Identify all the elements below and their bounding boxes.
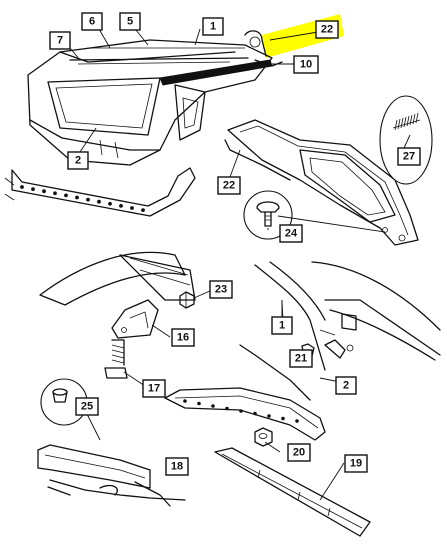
callout-27: 27 bbox=[397, 147, 421, 166]
seal-hole bbox=[119, 204, 123, 208]
spring-coil bbox=[409, 114, 413, 126]
callout-label: 2 bbox=[343, 380, 349, 392]
callout-5: 5 bbox=[119, 12, 141, 31]
callout-16: 16 bbox=[171, 328, 195, 347]
seal-hole bbox=[86, 197, 90, 202]
callout-label: 7 bbox=[57, 35, 63, 47]
seal-hole bbox=[53, 191, 57, 196]
seal-hole bbox=[130, 206, 134, 210]
rear-panel-assembly bbox=[224, 119, 419, 246]
spring-coil bbox=[400, 117, 404, 129]
callout-10: 10 bbox=[293, 55, 319, 74]
roof-rail-assembly bbox=[164, 344, 326, 441]
seal-hole bbox=[20, 185, 24, 189]
callout-19: 19 bbox=[344, 454, 368, 473]
detail-27-spring bbox=[379, 95, 433, 185]
callout-label: 18 bbox=[171, 461, 183, 473]
seal-hole bbox=[64, 193, 68, 198]
callout-label: 25 bbox=[81, 401, 93, 413]
rail-hole bbox=[211, 404, 215, 408]
rail-hole bbox=[267, 414, 271, 418]
spring-coil bbox=[394, 119, 398, 131]
weatherstrip-19 bbox=[214, 447, 371, 537]
door-frame-area bbox=[254, 261, 441, 371]
callout-label: 20 bbox=[293, 447, 305, 459]
seal-hole bbox=[141, 208, 145, 213]
callout-label: 2 bbox=[75, 155, 81, 167]
rail-hole bbox=[295, 419, 299, 423]
callout-label: 17 bbox=[148, 383, 160, 395]
callout-label: 5 bbox=[127, 16, 133, 28]
callout-label: 22 bbox=[321, 24, 333, 36]
rail-hole bbox=[225, 406, 229, 411]
callout-label: 1 bbox=[210, 21, 216, 33]
callout-label: 10 bbox=[300, 59, 312, 71]
callout-label: 27 bbox=[403, 151, 415, 163]
rail-hole bbox=[239, 409, 243, 413]
seal-hole bbox=[42, 189, 46, 194]
soft-top-assembly bbox=[27, 30, 283, 166]
seal-hole bbox=[75, 195, 79, 200]
callout-6: 6 bbox=[81, 12, 103, 31]
spring-coil bbox=[406, 115, 410, 127]
callout-17: 17 bbox=[142, 379, 166, 398]
rail-hole bbox=[197, 401, 201, 406]
rail-hole bbox=[281, 416, 285, 421]
callout-label: 16 bbox=[177, 332, 189, 344]
callout-20: 20 bbox=[287, 443, 311, 462]
callout-label: 6 bbox=[89, 16, 95, 28]
callout-1-top: 1 bbox=[202, 17, 224, 36]
spring-coil bbox=[397, 118, 401, 130]
seal-hole bbox=[108, 201, 112, 206]
callout-22-mid: 22 bbox=[217, 176, 241, 195]
callout-label: 19 bbox=[350, 458, 362, 470]
rail-hole bbox=[183, 399, 187, 403]
seal-hole bbox=[31, 187, 35, 192]
callout-21: 21 bbox=[289, 349, 313, 368]
nut-20 bbox=[254, 427, 273, 447]
pillar-bracket-assembly bbox=[39, 251, 196, 339]
callout-18: 18 bbox=[165, 457, 189, 476]
callout-22-top: 22 bbox=[315, 20, 339, 39]
bolt-17 bbox=[104, 339, 128, 379]
callout-2-top: 2 bbox=[67, 151, 89, 170]
leader-lines bbox=[69, 28, 411, 501]
callout-7: 7 bbox=[49, 31, 71, 50]
seal-strip-long bbox=[4, 167, 196, 217]
callout-23: 23 bbox=[209, 280, 233, 299]
rail-hole bbox=[253, 411, 257, 416]
callout-label: 24 bbox=[285, 228, 298, 240]
callout-label: 23 bbox=[215, 284, 227, 296]
callout-2-mid: 2 bbox=[335, 376, 357, 395]
callout-label: 22 bbox=[223, 180, 235, 192]
seal-hole bbox=[97, 199, 101, 204]
seal-strip-18 bbox=[37, 444, 186, 507]
clip-23 bbox=[179, 291, 195, 309]
callout-label: 1 bbox=[279, 320, 285, 332]
callout-24: 24 bbox=[279, 224, 303, 243]
spring-coil bbox=[403, 116, 407, 128]
callout-1-mid: 1 bbox=[271, 316, 293, 335]
callout-25: 25 bbox=[75, 397, 99, 416]
callout-label: 21 bbox=[295, 353, 307, 365]
